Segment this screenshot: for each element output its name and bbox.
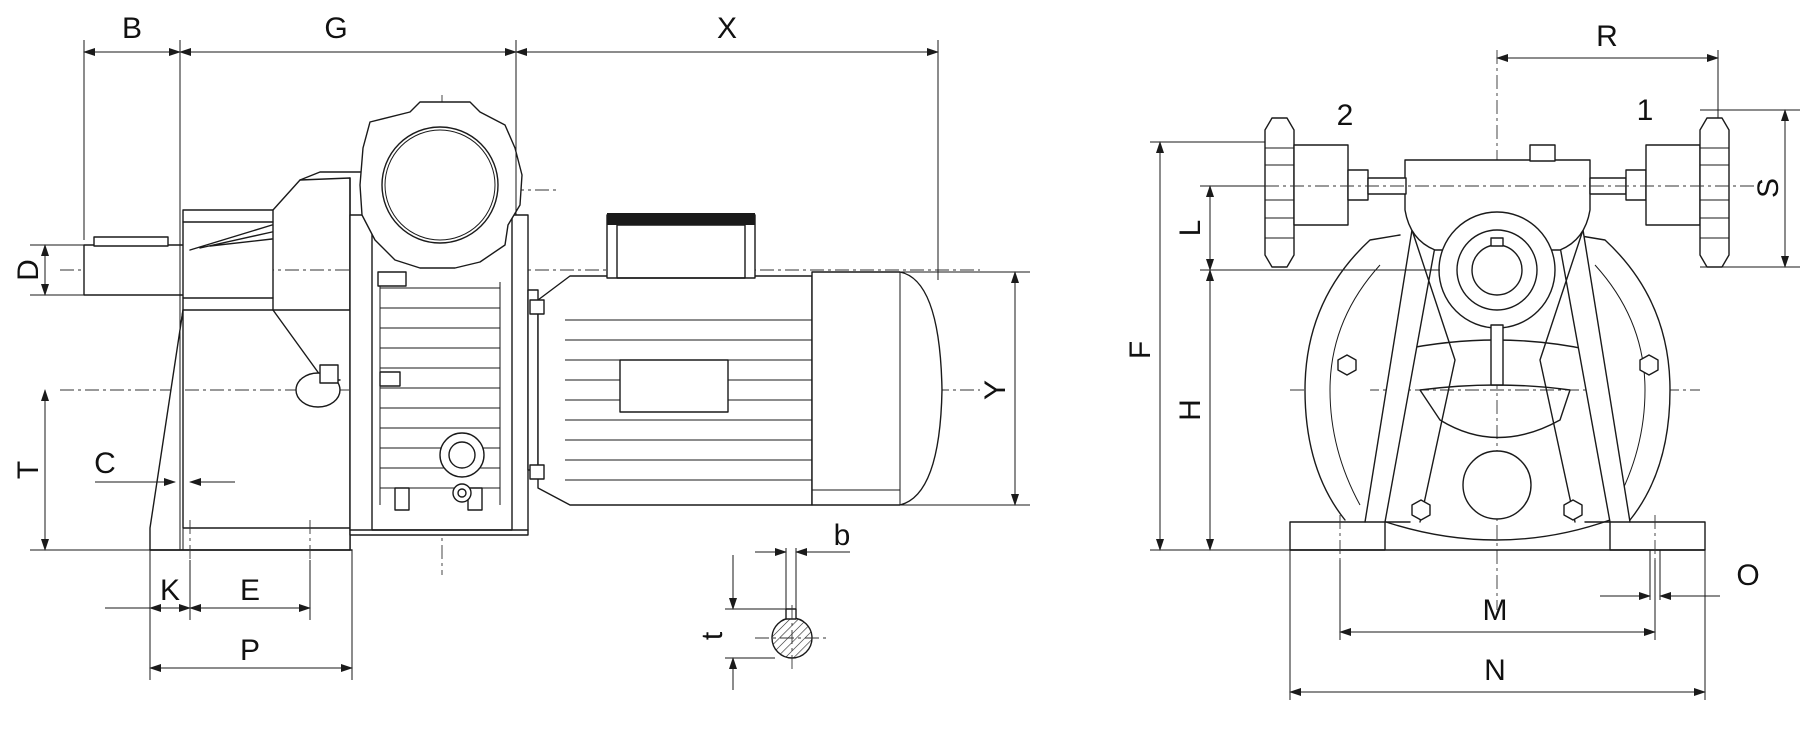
handwheel-right [1589, 117, 1730, 268]
side-view: B G X D T C Y K E P b t [12, 12, 1030, 690]
dim-label-c: C [94, 447, 116, 480]
dim-label-b-upper: B [122, 12, 142, 45]
dim-label-s: S [1752, 178, 1785, 198]
dim-label-y: Y [979, 380, 1012, 400]
side-view-dimensions [30, 40, 1030, 690]
dim-label-n: N [1484, 654, 1506, 687]
dim-label-e: E [240, 574, 260, 607]
handwheel-left [1264, 117, 1407, 268]
dim-label-t: T [12, 461, 45, 479]
base-foot [149, 309, 353, 560]
dim-label-p: P [240, 634, 260, 667]
dim-label-d: D [12, 259, 45, 281]
shaft-key-section [755, 605, 830, 670]
dim-label-r: R [1596, 20, 1618, 53]
front-view-dimensions [1150, 50, 1800, 700]
dim-label-m: M [1483, 594, 1508, 627]
handwheel-2-label: 2 [1337, 99, 1354, 132]
dim-label-o: O [1736, 559, 1759, 592]
dim-label-g: G [324, 12, 347, 45]
front-view: R 2 1 S F L H M N O [1124, 20, 1800, 700]
motor [529, 213, 943, 506]
dim-label-x: X [717, 12, 737, 45]
handwheel-1-label: 1 [1637, 94, 1654, 127]
dim-label-k: K [160, 574, 180, 607]
dim-label-f: F [1124, 341, 1157, 359]
output-shaft [83, 236, 185, 296]
flange-ring [1304, 234, 1671, 541]
front-top-housing [1404, 144, 1591, 386]
dim-label-l: L [1174, 220, 1207, 237]
dim-label-b-key: b [834, 519, 851, 552]
control-knob [359, 101, 523, 269]
dim-label-t-key: t [696, 631, 729, 640]
dim-label-h: H [1174, 399, 1207, 421]
